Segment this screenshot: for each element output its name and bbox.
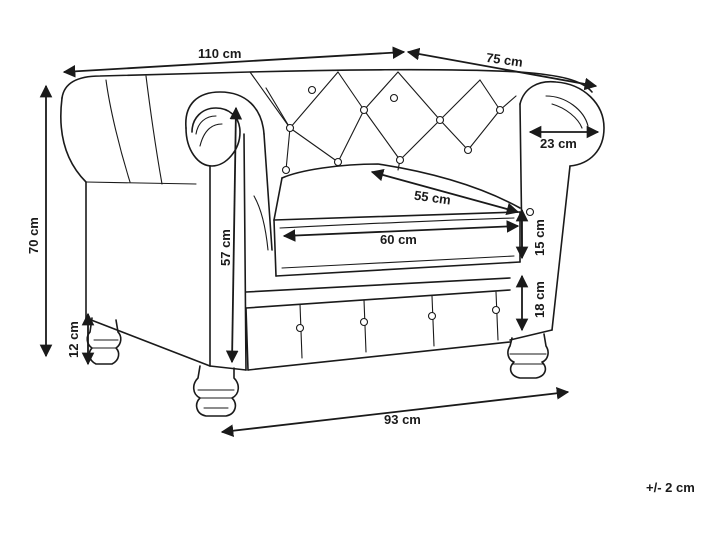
label-70cm: 70 cm xyxy=(26,217,41,254)
label-57cm: 57 cm xyxy=(218,229,233,266)
dimension-labels: 110 cm 75 cm 23 cm 55 cm 60 cm 15 cm 18 … xyxy=(26,46,695,495)
label-75cm: 75 cm xyxy=(485,50,524,70)
label-93cm: 93 cm xyxy=(384,412,421,427)
label-15cm: 15 cm xyxy=(532,219,547,256)
label-23cm: 23 cm xyxy=(540,136,577,151)
label-55cm: 55 cm xyxy=(413,188,452,208)
tolerance-note: +/- 2 cm xyxy=(646,480,695,495)
tufting-buttons xyxy=(281,85,535,333)
label-110cm: 110 cm xyxy=(198,46,241,61)
dimension-lines xyxy=(39,46,600,437)
label-18cm: 18 cm xyxy=(532,281,547,318)
label-60cm: 60 cm xyxy=(380,232,417,247)
label-12cm: 12 cm xyxy=(66,321,81,358)
